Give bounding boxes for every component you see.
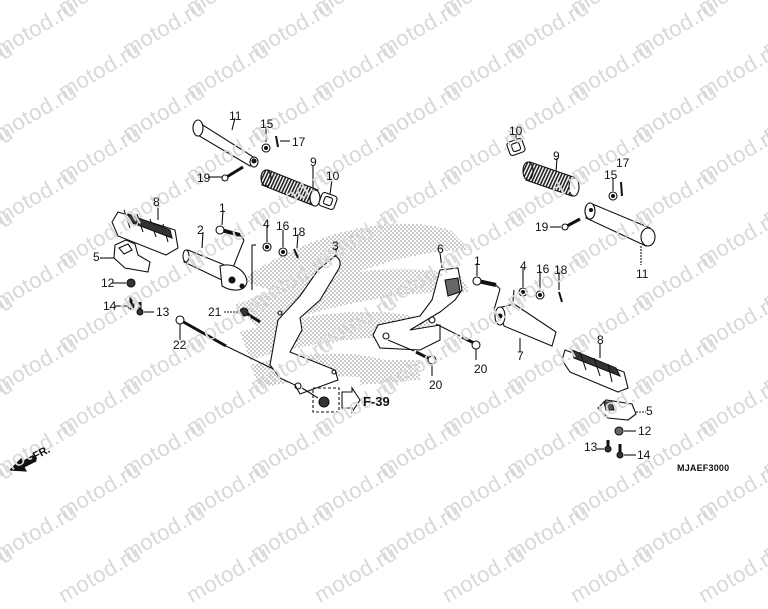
part-5-bracket-left xyxy=(113,239,151,273)
callout-label: 12 xyxy=(638,424,652,438)
callout-label: 17 xyxy=(616,156,630,170)
part-11-pin-left xyxy=(192,119,259,168)
front-direction-arrow-icon xyxy=(8,454,37,472)
callout-label: 10 xyxy=(326,169,340,183)
callout-label: 19 xyxy=(197,171,211,185)
diagram-code: MJAEF3000 xyxy=(677,463,730,473)
callout-label: 18 xyxy=(292,225,306,239)
callout-label: 13 xyxy=(584,440,598,454)
callout-label: 15 xyxy=(260,117,274,131)
callout-label: 1 xyxy=(474,254,481,268)
callout-label: 19 xyxy=(535,220,549,234)
part-6-bracket xyxy=(372,267,463,351)
part-9-rubber-right xyxy=(525,161,577,197)
parts-diagram xyxy=(8,117,656,472)
part-11-pin-right xyxy=(584,202,656,247)
callout-label: 9 xyxy=(553,149,560,163)
callout-label: 20 xyxy=(429,378,443,392)
callout-label: 14 xyxy=(103,299,117,313)
callout-label: 2 xyxy=(197,223,204,237)
callout-label: 18 xyxy=(554,263,568,277)
callout-label: 7 xyxy=(517,349,524,363)
part-3-bracket xyxy=(269,255,341,395)
callout-label: 8 xyxy=(597,333,604,347)
callout-label: 15 xyxy=(604,168,618,182)
part-10-seal xyxy=(318,191,338,211)
part-8-peg-rubber-left xyxy=(111,209,179,256)
callout-label: 22 xyxy=(173,338,187,352)
callout-label: 8 xyxy=(153,195,160,209)
callout-label: 17 xyxy=(292,135,306,149)
part-10-seal-right xyxy=(506,137,526,157)
reference-arrow xyxy=(341,386,361,414)
part-2-footpeg-left xyxy=(182,249,248,291)
reference-label-f39[interactable]: F-39 xyxy=(363,394,390,409)
callout-label: 13 xyxy=(156,305,170,319)
callout-label: 6 xyxy=(437,242,444,256)
callout-label: 14 xyxy=(637,448,651,462)
part-8-peg-rubber-right xyxy=(561,349,629,393)
callout-label: 3 xyxy=(332,239,339,253)
callout-label: 10 xyxy=(509,124,523,138)
callout-label: 16 xyxy=(536,262,550,276)
callout-label: 5 xyxy=(93,250,100,264)
callout-label: 1 xyxy=(219,201,226,215)
reference-box xyxy=(312,387,340,413)
part-7-footpeg-right xyxy=(494,303,557,347)
callout-label: 12 xyxy=(101,276,115,290)
callout-label: 11 xyxy=(229,109,242,123)
callout-label: 4 xyxy=(263,217,270,231)
callout-label: 9 xyxy=(310,155,317,169)
callout-label: 21 xyxy=(208,305,222,319)
callout-label: 16 xyxy=(276,219,290,233)
callout-label: 5 xyxy=(646,404,653,418)
callout-label: 20 xyxy=(474,362,488,376)
callout-label: 4 xyxy=(520,259,527,273)
callout-label: 11 xyxy=(636,267,649,281)
